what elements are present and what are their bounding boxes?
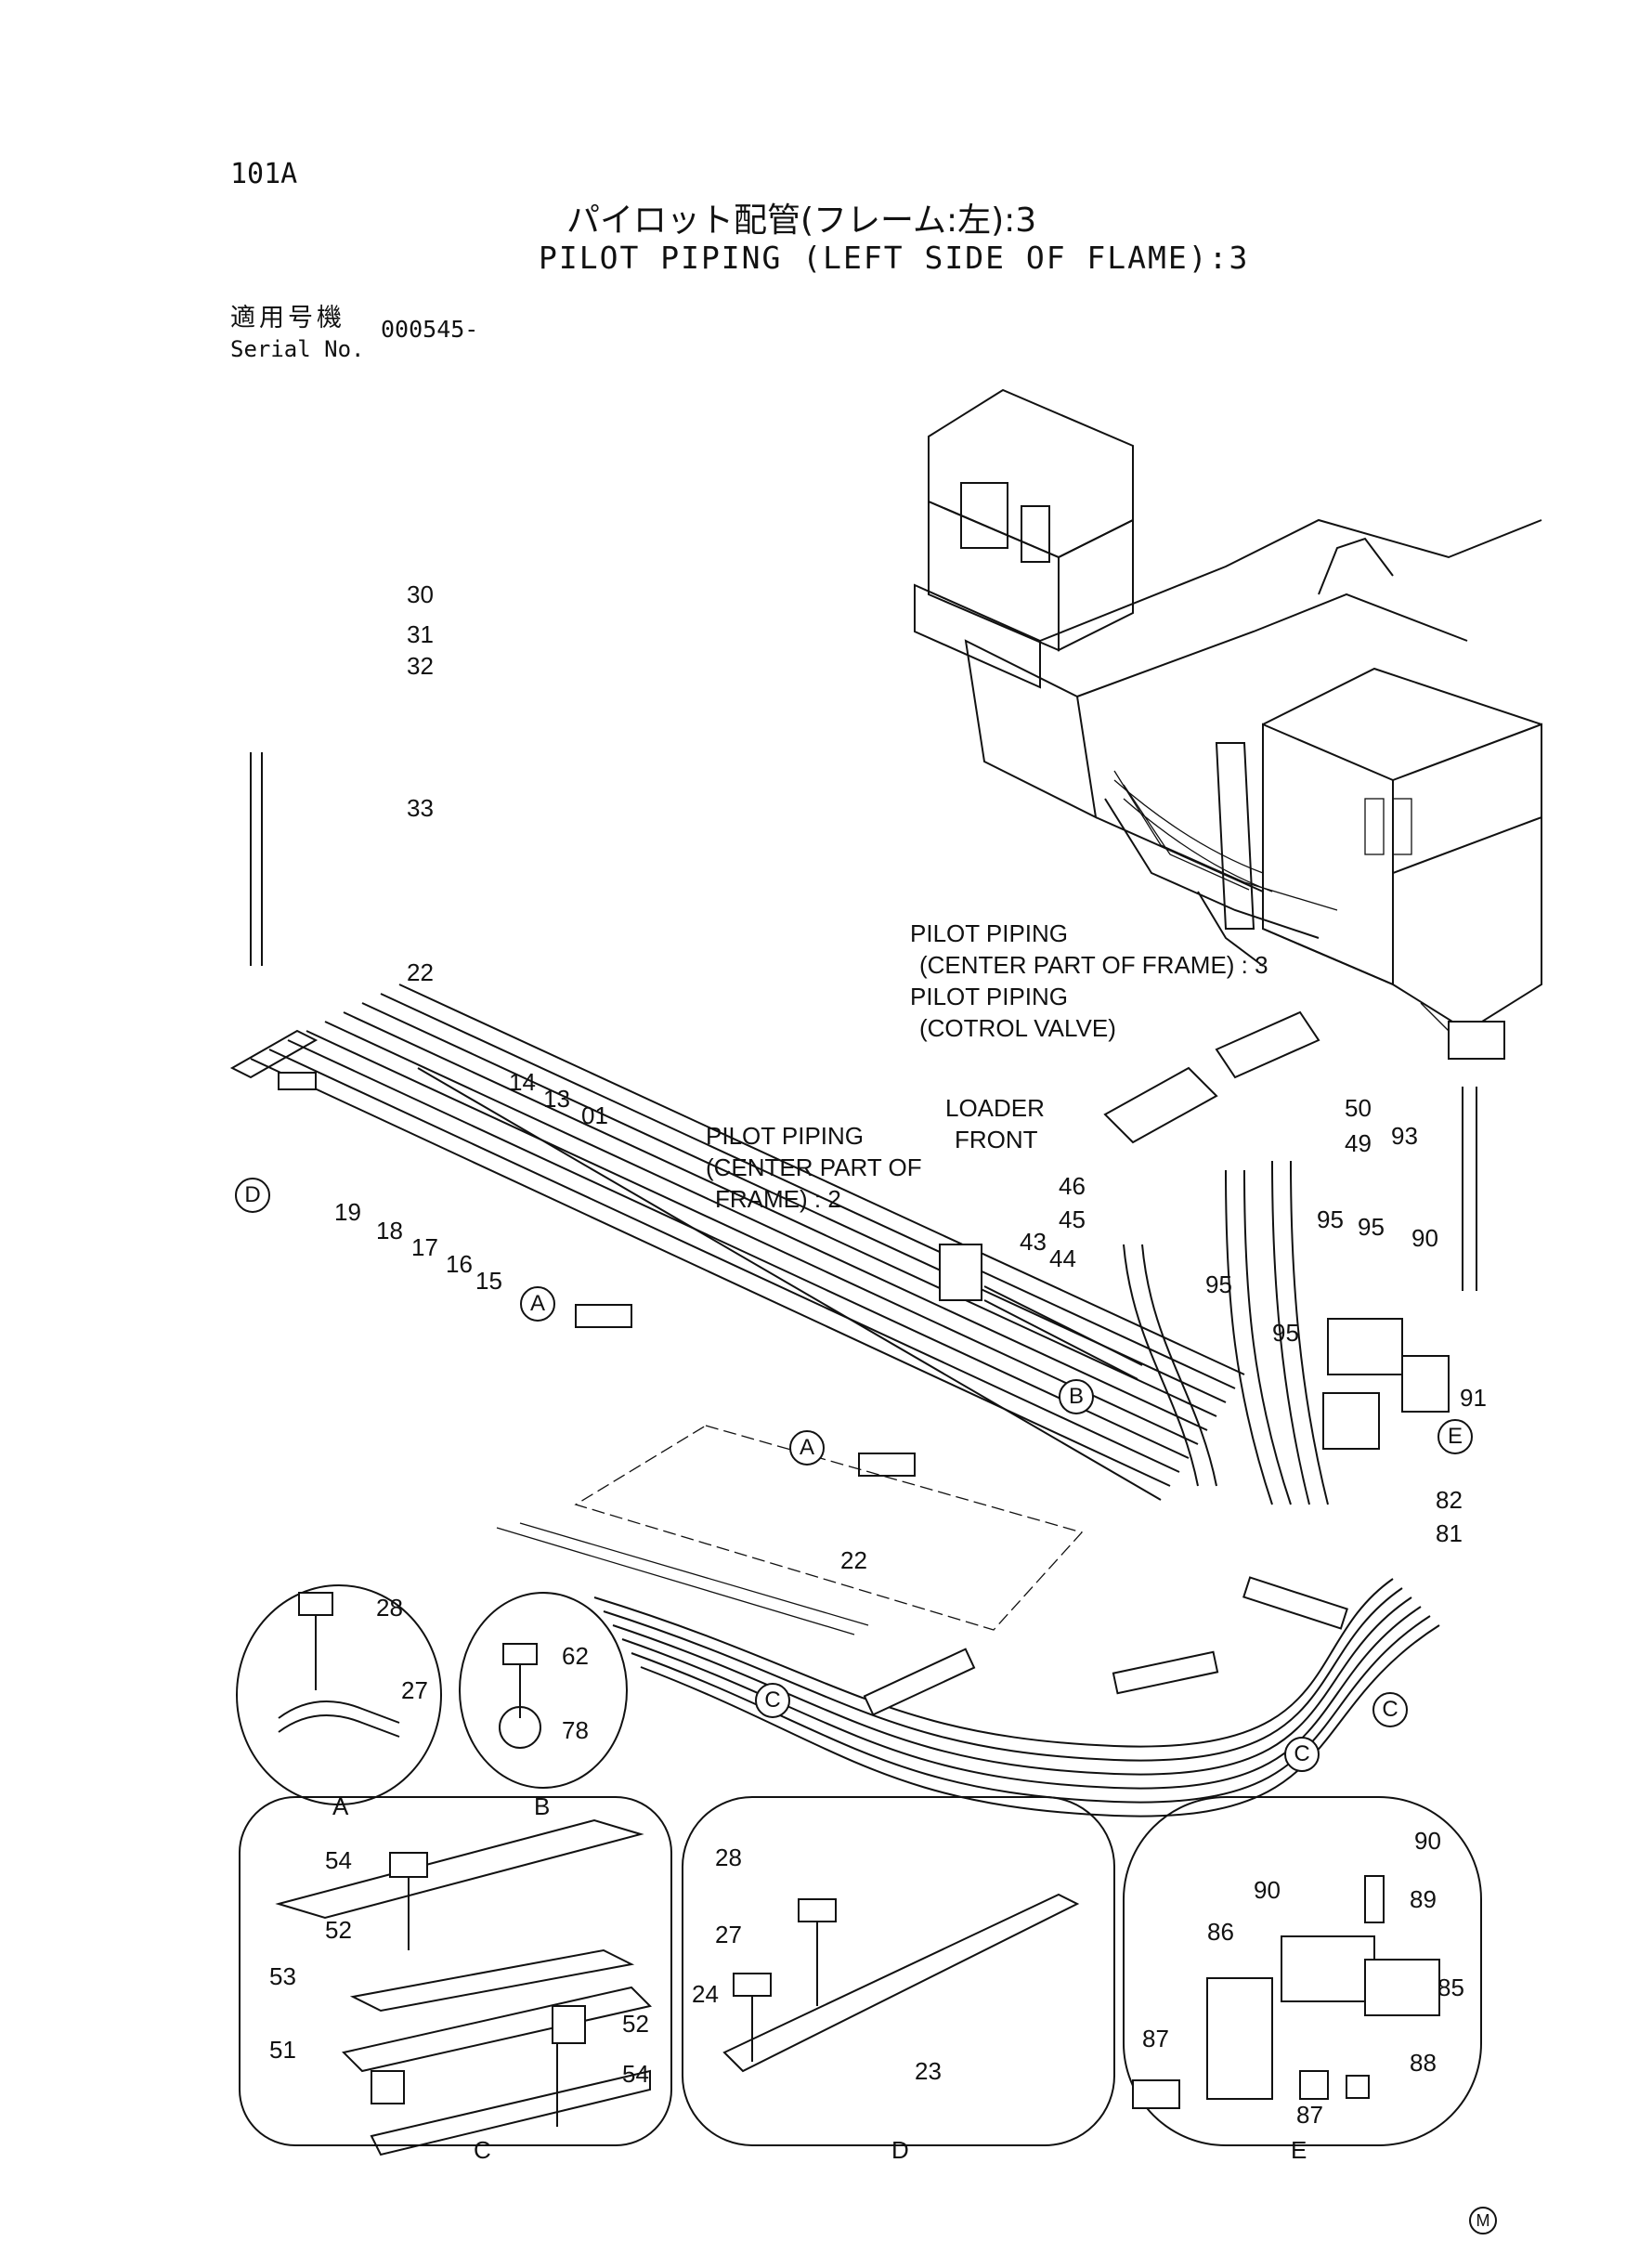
detail-a-part-28: 28 (376, 1594, 403, 1622)
serial-value: 000545- (381, 316, 479, 343)
part-50: 50 (1345, 1094, 1372, 1122)
page-code: 101A (230, 158, 298, 190)
part-46: 46 (1059, 1172, 1086, 1200)
part-93: 93 (1391, 1122, 1418, 1150)
detail-e-part-90-top: 90 (1414, 1827, 1441, 1855)
machine-body-sketch (914, 388, 1542, 1033)
detail-label-c: C (474, 2136, 491, 2164)
serial-label-japanese: 適用号機 (230, 304, 345, 332)
detail-a-circle (236, 1584, 442, 1805)
part-95-d: 95 (1272, 1319, 1299, 1347)
detail-e-part-89: 89 (1410, 1885, 1437, 1913)
part-49: 49 (1345, 1129, 1372, 1157)
detail-e-part-87-right: 87 (1296, 2101, 1323, 2129)
note-center-part-3-line2: (CENTER PART OF FRAME) : 3 (919, 951, 1268, 979)
note-center-part-3-line1: PILOT PIPING (910, 919, 1069, 947)
part-01: 01 (581, 1101, 608, 1129)
part-22-lower: 22 (840, 1546, 867, 1574)
callout-b: B (1059, 1379, 1094, 1414)
note-control-valve-line1: PILOT PIPING (910, 983, 1069, 1010)
detail-label-a: A (332, 1792, 349, 1820)
detail-e-frame (1123, 1796, 1482, 2146)
note-control-valve-line2: (COTROL VALVE) (919, 1014, 1116, 1042)
part-43: 43 (1020, 1228, 1047, 1256)
block-e-assembly (1322, 1318, 1450, 1450)
part-82: 82 (1436, 1486, 1463, 1514)
note-loader-front-line2: FRONT (955, 1126, 1038, 1153)
callout-e: E (1437, 1419, 1473, 1454)
part-81: 81 (1436, 1519, 1463, 1547)
callout-c-left: C (755, 1683, 790, 1718)
note-center-part-2-line3: FRAME) : 2 (715, 1185, 841, 1213)
part-95-a: 95 (1317, 1205, 1344, 1233)
part-17: 17 (411, 1233, 438, 1261)
part-91: 91 (1460, 1384, 1487, 1412)
detail-views (236, 1584, 1482, 2156)
part-16: 16 (446, 1250, 473, 1278)
serial-label-english: Serial No. (230, 336, 365, 362)
part-33: 33 (407, 794, 434, 822)
part-31: 31 (407, 620, 434, 648)
part-45: 45 (1059, 1205, 1086, 1233)
callout-c-bottom: C (1284, 1737, 1320, 1772)
detail-label-b: B (534, 1792, 551, 1820)
part-90: 90 (1411, 1224, 1438, 1252)
detail-c-part-54-top: 54 (325, 1846, 352, 1874)
part-95-b: 95 (1358, 1213, 1385, 1241)
detail-d-frame (682, 1796, 1115, 2146)
callout-a-lower: A (789, 1430, 825, 1466)
part-95-c: 95 (1205, 1270, 1232, 1298)
detail-d-part-24: 24 (692, 1980, 719, 2008)
title-japanese: パイロット配管(フレーム:左):3 (566, 202, 1037, 240)
detail-label-e: E (1291, 2136, 1307, 2164)
detail-e-part-86: 86 (1207, 1918, 1234, 1946)
part-13: 13 (543, 1085, 570, 1113)
vertical-hose-bundle (250, 752, 263, 966)
detail-c-part-51: 51 (269, 2036, 296, 2064)
control-valve-hoses (1103, 1002, 1505, 1505)
detail-b-part-78: 78 (562, 1716, 589, 1744)
lower-hose-bundle (593, 1576, 1440, 1818)
long-hose-run (229, 984, 1245, 1501)
detail-e-part-87-left: 87 (1142, 2025, 1169, 2052)
detail-c-part-52-bottom: 52 (622, 2010, 649, 2038)
hose-43 (939, 1244, 1143, 1380)
connector-area (496, 1425, 1084, 1635)
detail-a-part-27: 27 (401, 1676, 428, 1704)
part-30: 30 (407, 580, 434, 608)
detail-e-part-85: 85 (1437, 1974, 1464, 2001)
detail-b-part-62: 62 (562, 1642, 589, 1670)
detail-b-circle (459, 1592, 628, 1789)
callout-d: D (235, 1178, 270, 1213)
part-14: 14 (509, 1068, 536, 1096)
detail-c-frame (239, 1796, 672, 2146)
note-center-part-2-line2: (CENTER PART OF (706, 1153, 922, 1181)
part-44: 44 (1049, 1244, 1076, 1272)
footer-mark: M (1469, 2207, 1497, 2234)
note-center-part-2-line1: PILOT PIPING (706, 1122, 865, 1150)
part-19: 19 (334, 1198, 361, 1226)
callout-c-right: C (1372, 1692, 1408, 1727)
detail-d-part-23: 23 (915, 2057, 942, 2085)
callout-a-upper: A (520, 1286, 555, 1322)
part-18: 18 (376, 1217, 403, 1244)
title-english: PILOT PIPING (LEFT SIDE OF FLAME):3 (539, 240, 1250, 276)
detail-c-part-54-bottom: 54 (622, 2060, 649, 2088)
part-32: 32 (407, 652, 434, 680)
detail-c-part-53: 53 (269, 1962, 296, 1990)
detail-label-d: D (891, 2136, 909, 2164)
part-15: 15 (475, 1267, 502, 1295)
part-22-upper: 22 (407, 958, 434, 986)
detail-d-part-27: 27 (715, 1921, 742, 1948)
detail-d-part-28: 28 (715, 1844, 742, 1871)
detail-e-part-88: 88 (1410, 2049, 1437, 2077)
note-loader-front-line1: LOADER (945, 1094, 1045, 1122)
detail-e-part-90-left: 90 (1254, 1876, 1281, 1904)
detail-c-part-52-top: 52 (325, 1916, 352, 1944)
